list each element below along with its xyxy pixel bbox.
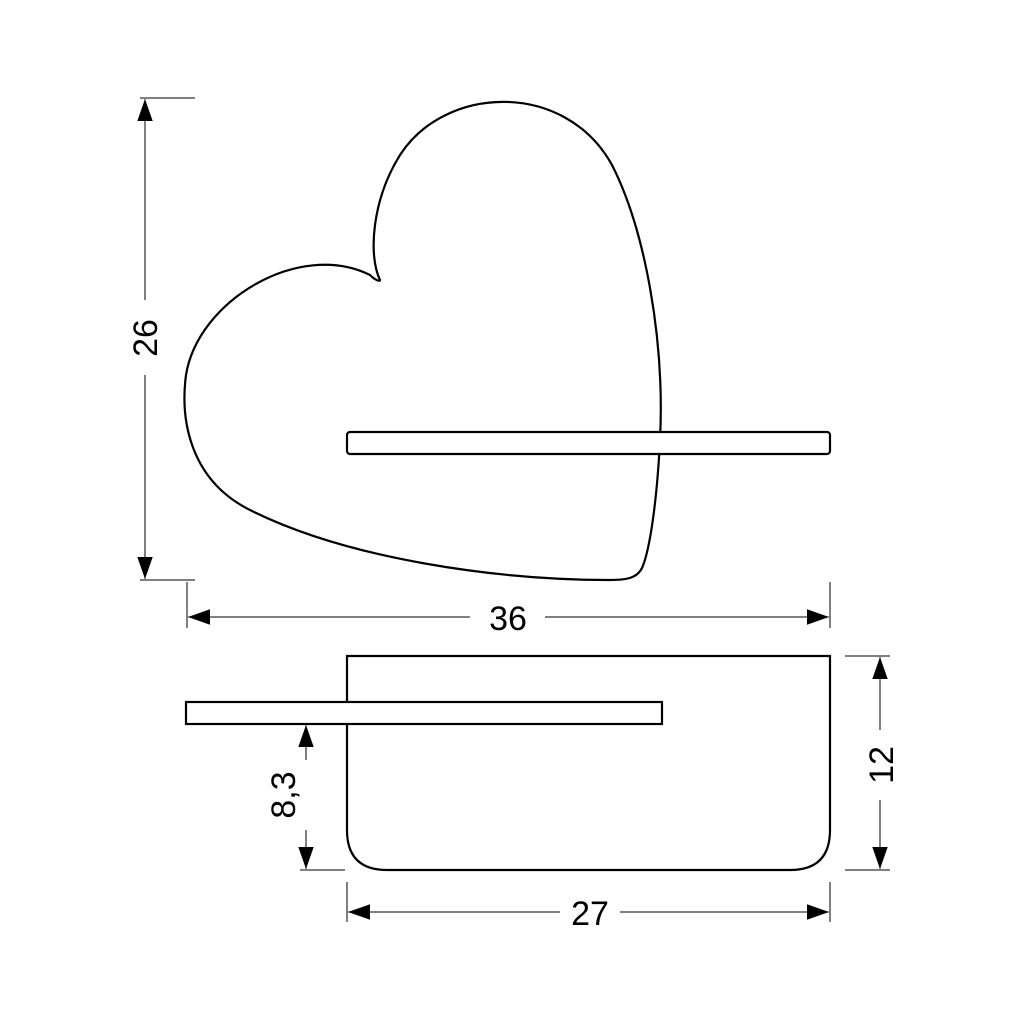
body-side bbox=[345, 654, 832, 872]
shelf-side bbox=[184, 700, 664, 726]
dimension-label-width-side: 27 bbox=[571, 895, 609, 933]
dimension-width-side: 27 bbox=[346, 882, 831, 933]
side-view bbox=[184, 654, 832, 872]
dimension-label-shelf-height: 8,3 bbox=[265, 771, 303, 818]
heart-outline bbox=[183, 100, 662, 582]
front-view bbox=[183, 100, 832, 582]
dimension-width-front: 36 bbox=[186, 582, 831, 638]
dimension-shelf-height: 8,3 bbox=[265, 725, 345, 871]
dimension-depth: 12 bbox=[845, 655, 901, 871]
dimension-height: 26 bbox=[127, 97, 195, 581]
dimension-label-width-front: 36 bbox=[489, 600, 527, 638]
shelf-front bbox=[345, 430, 832, 456]
dimension-label-depth: 12 bbox=[863, 746, 901, 784]
dimension-label-height: 26 bbox=[127, 319, 165, 357]
